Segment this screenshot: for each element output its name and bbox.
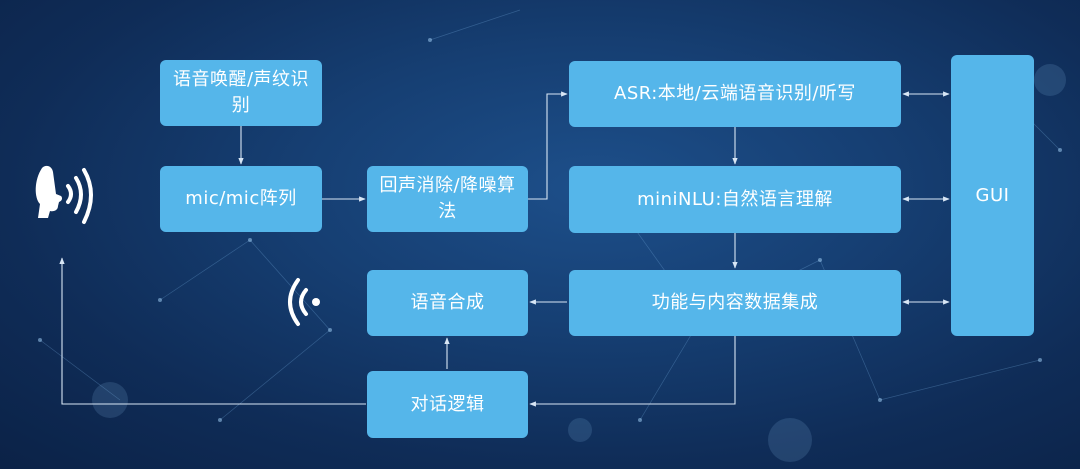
node-mic: mic/mic阵列: [160, 166, 322, 232]
speaking-head-icon: [35, 165, 93, 224]
node-asr-label: ASR:本地/云端语音识别/听写: [614, 83, 856, 104]
node-dialog: 对话逻辑: [367, 371, 528, 438]
node-wake: 语音唤醒/声纹识别: [160, 60, 322, 126]
node-tts: 语音合成: [367, 270, 528, 336]
node-gui-label: GUI: [975, 184, 1010, 206]
node-echo: 回声消除/降噪算法: [367, 166, 528, 232]
node-tts-label: 语音合成: [410, 292, 485, 313]
node-func-label: 功能与内容数据集成: [651, 292, 819, 313]
node-echo-label: 回声消除/降噪算法: [379, 175, 516, 222]
edge-echo-asr: [528, 91, 568, 200]
edge-func-dialog: [529, 336, 736, 407]
node-gui: GUI: [951, 55, 1034, 336]
node-dialog-label: 对话逻辑: [410, 393, 485, 415]
node-func: 功能与内容数据集成: [569, 270, 901, 336]
node-nlu-label: miniNLU:自然语言理解: [637, 188, 833, 210]
node-mic-label: mic/mic阵列: [185, 188, 297, 209]
node-nlu: miniNLU:自然语言理解: [569, 166, 901, 233]
node-wake-label: 语音唤醒/声纹识别: [172, 69, 310, 116]
edge-dialog-speaker: [59, 257, 366, 405]
node-asr: ASR:本地/云端语音识别/听写: [569, 61, 901, 127]
sound-wave-icon: [288, 278, 320, 326]
